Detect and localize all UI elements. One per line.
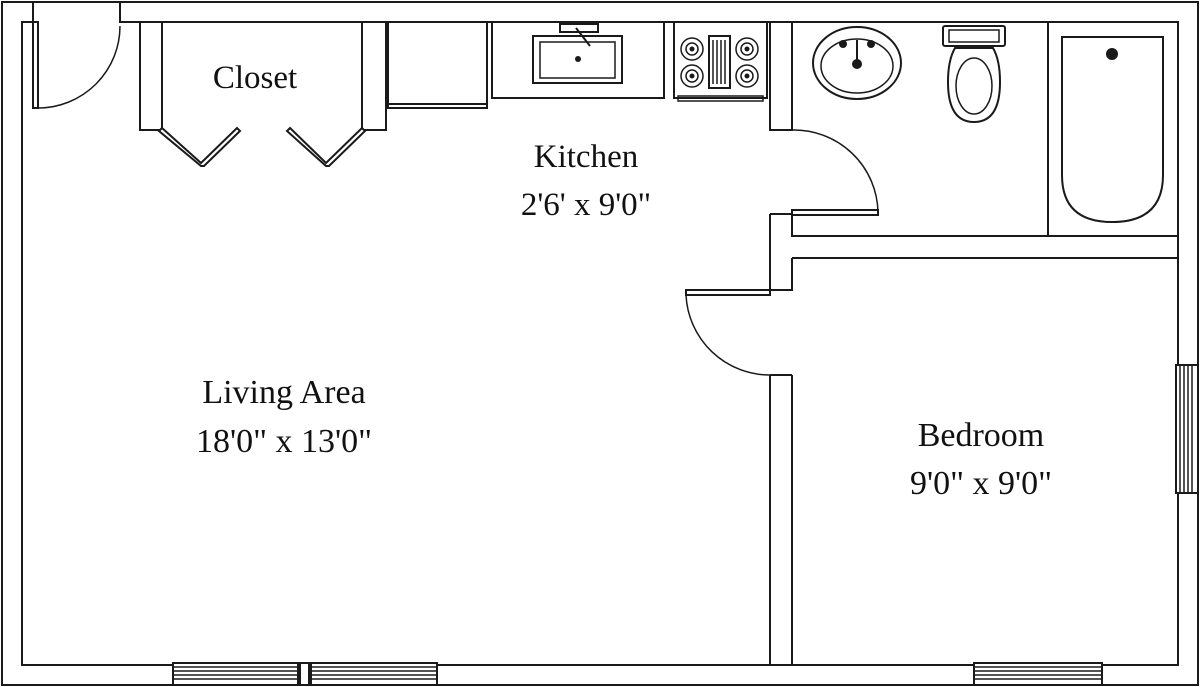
kitchen-label: Kitchen [534, 139, 638, 175]
door-swing-icon [37, 25, 121, 109]
entry-door [32, 21, 121, 109]
bathroom [812, 21, 1179, 237]
living-area-dimensions: 18'0" x 13'0" [196, 423, 372, 460]
interior-walls [769, 22, 1178, 666]
closet-bifold-doors [157, 126, 367, 167]
door-swing-icon [685, 294, 771, 376]
closet: Closet [139, 22, 387, 167]
sink-icon [532, 23, 623, 84]
kitchen-counter: Kitchen 2'6' x 9'0" [387, 21, 768, 223]
window-icon [172, 364, 1199, 686]
door-swing-icon [791, 129, 879, 213]
toilet-icon [942, 25, 1006, 124]
living-area-label: Living Area [202, 374, 365, 411]
bedroom-dimensions: 9'0" x 9'0" [910, 465, 1052, 502]
kitchen-dimensions: 2'6' x 9'0" [521, 187, 651, 223]
lavatory-icon [812, 26, 902, 100]
bathtub-icon [1047, 21, 1179, 237]
stove-icon [673, 21, 768, 102]
closet-label: Closet [213, 60, 297, 96]
bathroom-door [791, 129, 879, 216]
bedroom-door [685, 289, 771, 376]
bedroom-label: Bedroom [918, 417, 1045, 454]
